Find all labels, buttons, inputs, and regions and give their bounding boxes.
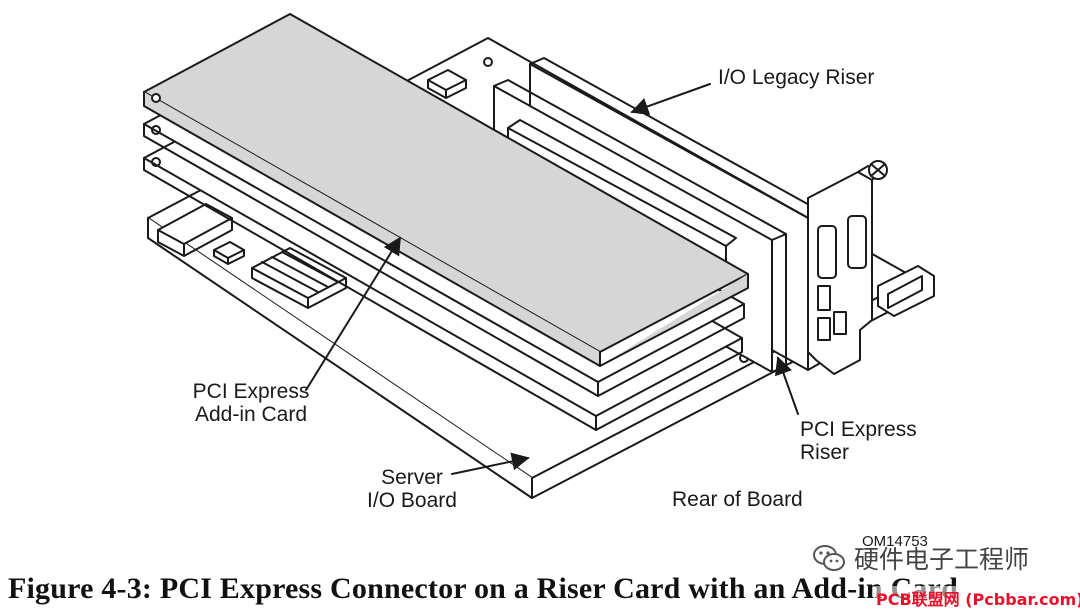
riser-label-line-2: Riser (800, 441, 850, 464)
leader-pci-express-riser (774, 356, 799, 415)
figure-code-label: OM14753 (862, 533, 928, 550)
pci-express-riser-label: PCI Express Riser (800, 418, 917, 464)
figure-caption: Figure 4-3: PCI Express Connector on a R… (8, 572, 958, 605)
server-io-label-line-1: Server (381, 466, 443, 489)
server-io-label-line-2: I/O Board (367, 489, 457, 512)
heat-sink (251, 247, 347, 309)
riser-label-line-1: PCI Express (800, 418, 917, 441)
addin-card-label-line-2: Add-in Card (194, 403, 308, 426)
watermark: 硬件电子工程师 (812, 540, 1029, 576)
server-io-board-label: Server I/O Board (344, 466, 480, 512)
rear-of-board-label: Rear of Board (672, 488, 803, 511)
wechat-icon (813, 545, 845, 571)
rear-bracket (807, 160, 935, 375)
io-legacy-riser-label: I/O Legacy Riser (718, 66, 875, 89)
site-watermark: PCB联盟网 (Pcbbar.com) (876, 586, 1080, 610)
watermark-text: 硬件电子工程师 (854, 545, 1030, 574)
leader-io-legacy-riser (630, 83, 711, 115)
leader-addin-card (305, 236, 401, 391)
addin-card-label-line-1: PCI Express (192, 380, 310, 403)
leader-server-io-board (451, 452, 530, 475)
pci-express-addin-card-label: PCI Express Add-in Card (166, 380, 336, 426)
pci-express-addin-card (143, 13, 749, 367)
